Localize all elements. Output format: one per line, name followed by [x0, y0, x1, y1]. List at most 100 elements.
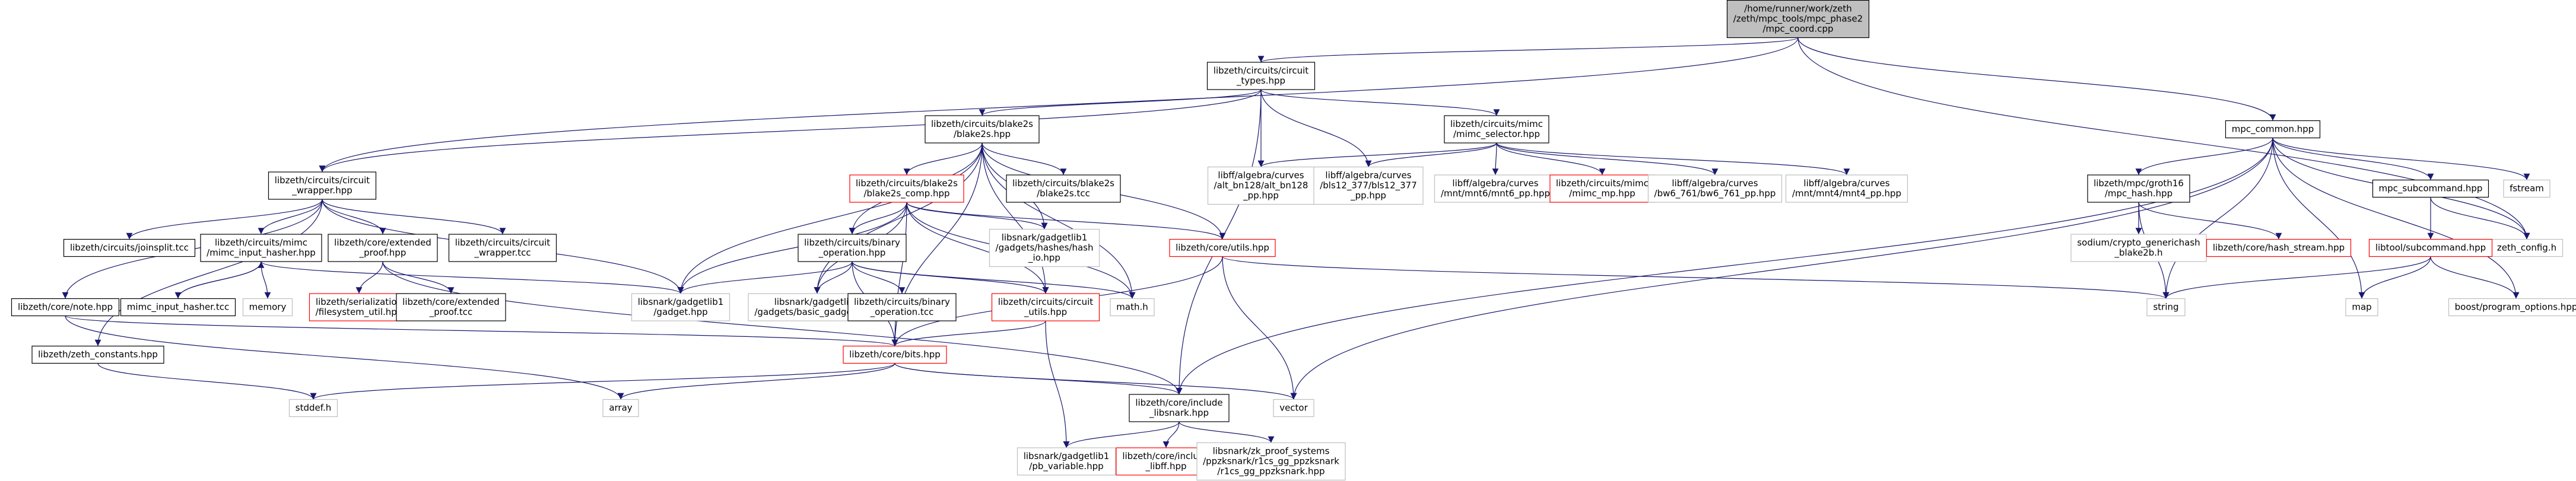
edge-blake2s-to-gadget	[677, 142, 983, 294]
edge-extended-proof-to-extended-proof-tcc	[382, 261, 455, 294]
edge-mpc-common-to-include-libsnark	[1176, 138, 2273, 395]
node-label-line: /mimc_selector.hpp	[1453, 129, 1540, 140]
node-label-line: zeth_config.h	[2497, 243, 2556, 254]
edge-blake2s-to-blake2s-comp	[903, 142, 983, 176]
edge-extended-proof-to-filesystem-util	[355, 261, 383, 294]
node-label-line: /blake2s.hpp	[954, 129, 1011, 139]
node-box	[31, 345, 164, 364]
node-label-line: libff/algebra/curves	[1218, 170, 1304, 181]
node-box	[288, 399, 338, 418]
node-bits[interactable]: libzeth/core/bits.hpp	[843, 345, 947, 364]
node-label-line: boost/program_options.hpp	[2455, 302, 2576, 313]
edge-mpc-common-to-map	[2272, 138, 2365, 299]
node-include-libsnark[interactable]: libzeth/core/include_libsnark.hpp	[1129, 394, 1230, 422]
node-root[interactable]: /home/runner/work/zeth/zeth/mpc_tools/mp…	[1726, 0, 1870, 39]
node-mpc-subcommand[interactable]: mpc_subcommand.hpp	[2372, 179, 2489, 198]
node-label-line: libsnark/gadgetlib1	[1002, 232, 1088, 243]
node-circuit-types[interactable]: libzeth/circuits/circuit_types.hpp	[1206, 62, 1316, 90]
node-string: string	[2146, 298, 2186, 317]
node-circuit-wrapper[interactable]: libzeth/circuits/circuit_wrapper.hpp	[268, 171, 377, 200]
node-mimc-input-hasher[interactable]: libzeth/circuits/mimc/mimc_input_hasher.…	[200, 234, 322, 262]
node-blake2s-tcc[interactable]: libzeth/circuits/blake2s/blake2s.tcc	[1006, 174, 1121, 203]
edge-circuit-types-to-mimc-selector	[1260, 89, 1500, 116]
node-binary-operation[interactable]: libzeth/circuits/binary_operation.hpp	[798, 234, 907, 262]
node-label-line: /bw6_761/bw6_761_pp.hpp	[1654, 188, 1776, 199]
node-blake2s[interactable]: libzeth/circuits/blake2s/blake2s.hpp	[925, 115, 1040, 144]
node-box	[2146, 298, 2186, 317]
node-blake2s-comp[interactable]: libzeth/circuits/blake2s/blake2s_comp.hp…	[849, 174, 964, 203]
edge-mpc-common-to-string	[2162, 138, 2273, 299]
node-box	[991, 293, 1100, 321]
node-vector: vector	[1273, 399, 1314, 418]
node-mnt6: libff/algebra/curves/mnt/mnt6/mnt6_pp.hp…	[1434, 174, 1557, 203]
node-binary-operation-tcc[interactable]: libzeth/circuits/binary_operation.tcc	[847, 293, 957, 321]
node-label-line: libzeth/core/utils.hpp	[1176, 243, 1269, 253]
edge-root-to-circuit-wrapper	[319, 37, 1799, 173]
node-mimc-selector[interactable]: libzeth/circuits/mimc/mimc_selector.hpp	[1444, 115, 1549, 144]
node-circuit-wrapper-tcc[interactable]: libzeth/circuits/circuit_wrapper.tcc	[448, 234, 557, 262]
node-joinsplit-tcc[interactable]: libzeth/circuits/joinsplit.tcc	[63, 238, 196, 257]
node-label-line: /ppzksnark/r1cs_gg_ppzksnark	[1203, 456, 1339, 467]
node-extended-proof[interactable]: libzeth/core/extended_proof.hpp	[328, 234, 438, 262]
node-memory: memory	[242, 298, 293, 317]
node-label-line: /alt_bn128/alt_bn128	[1214, 180, 1308, 192]
node-zeth-constants[interactable]: libzeth/zeth_constants.hpp	[31, 345, 164, 364]
node-groth16-hash[interactable]: libzeth/mpc/groth16/mpc_hash.hpp	[2087, 174, 2190, 203]
node-math: math.h	[1110, 298, 1155, 317]
node-label-line: libzeth/circuits/joinsplit.tcc	[70, 243, 189, 253]
node-box	[1017, 447, 1116, 476]
edge-include-libsnark-to-r1cs-gg	[1179, 421, 1275, 443]
node-label-line: libzeth/core/note.hpp	[18, 302, 113, 313]
node-label-line: _wrapper.tcc	[474, 247, 531, 259]
node-box	[268, 171, 377, 200]
edge-groth16-hash-to-hash-stream	[2138, 202, 2282, 240]
edge-mimc-input-hasher-to-gadget	[261, 261, 684, 294]
node-box	[1207, 166, 1315, 205]
node-label-line: libtool/subcommand.hpp	[2375, 243, 2486, 253]
node-filesystem-util[interactable]: libzeth/serialization/filesystem_util.hp…	[309, 293, 409, 321]
node-box	[448, 234, 557, 262]
edge-note-to-array	[65, 316, 624, 400]
node-mimc-mp[interactable]: libzeth/circuits/mimc/mimc_mp.hpp	[1549, 174, 1655, 203]
edge-libtool-subcommand-to-program-options	[2430, 256, 2520, 299]
node-note[interactable]: libzeth/core/note.hpp	[11, 298, 120, 317]
node-label-line: libzeth/circuits/blake2s	[856, 178, 958, 189]
edge-libtool-subcommand-to-map	[2358, 256, 2431, 299]
node-hash-io: libsnark/gadgetlib1/gadgets/hashes/hash_…	[989, 228, 1100, 267]
node-label-line: _io.hpp	[1028, 253, 1060, 264]
node-label-line: mpc_common.hpp	[2232, 124, 2314, 135]
node-box	[849, 174, 964, 203]
node-utils-hpp[interactable]: libzeth/core/utils.hpp	[1169, 238, 1276, 257]
node-hash-stream[interactable]: libzeth/core/hash_stream.hpp	[2206, 238, 2352, 257]
node-label-line: libzeth/circuits/mimc	[1450, 119, 1543, 129]
node-extended-proof-tcc[interactable]: libzeth/core/extended_proof.tcc	[396, 293, 506, 321]
node-mimc-input-hasher-tcc[interactable]: mimc_input_hasher.tcc	[120, 298, 236, 317]
node-box	[2490, 238, 2564, 257]
edge-circuit-wrapper-to-zeth-constants	[94, 199, 323, 346]
node-fstream: fstream	[2503, 179, 2550, 198]
node-label-line: _proof.tcc	[429, 307, 473, 318]
node-bls12-377: libff/algebra/curves/bls12_377/bls12_377…	[1313, 166, 1424, 205]
node-circuit-utils[interactable]: libzeth/circuits/circuit_utils.hpp	[991, 293, 1100, 321]
node-label-line: libsnark/gadgetlib1	[774, 297, 860, 307]
edge-blake2s-to-blake2s-tcc	[982, 142, 1067, 176]
edge-mpc-common-to-fstream	[2272, 138, 2530, 180]
dependency-nodes: /home/runner/work/zeth/zeth/mpc_tools/mp…	[11, 0, 2576, 481]
edge-mpc-common-to-vector	[1290, 138, 2273, 400]
edge-mimc-selector-to-mnt4	[1496, 142, 1850, 176]
node-label-line: sodium/crypto_generichash	[2077, 237, 2200, 249]
node-box	[2070, 234, 2207, 262]
edge-blake2s-comp-to-bits	[891, 202, 907, 346]
edge-binary-operation-to-math	[852, 261, 1136, 299]
node-box	[989, 228, 1100, 267]
node-box	[1726, 0, 1870, 39]
node-mpc-common[interactable]: mpc_common.hpp	[2225, 120, 2321, 139]
edge-circuit-wrapper-to-extended-proof	[322, 199, 386, 235]
node-label-line: _wrapper.hpp	[291, 185, 352, 196]
node-label-line: libzeth/circuits/circuit	[275, 175, 370, 186]
node-box	[1549, 174, 1655, 203]
node-label-line: _operation.tcc	[870, 307, 934, 318]
edge-binary-operation-to-gadget	[677, 261, 853, 294]
node-libtool-subcommand[interactable]: libtool/subcommand.hpp	[2368, 238, 2493, 257]
edge-bits-to-array	[617, 363, 895, 400]
